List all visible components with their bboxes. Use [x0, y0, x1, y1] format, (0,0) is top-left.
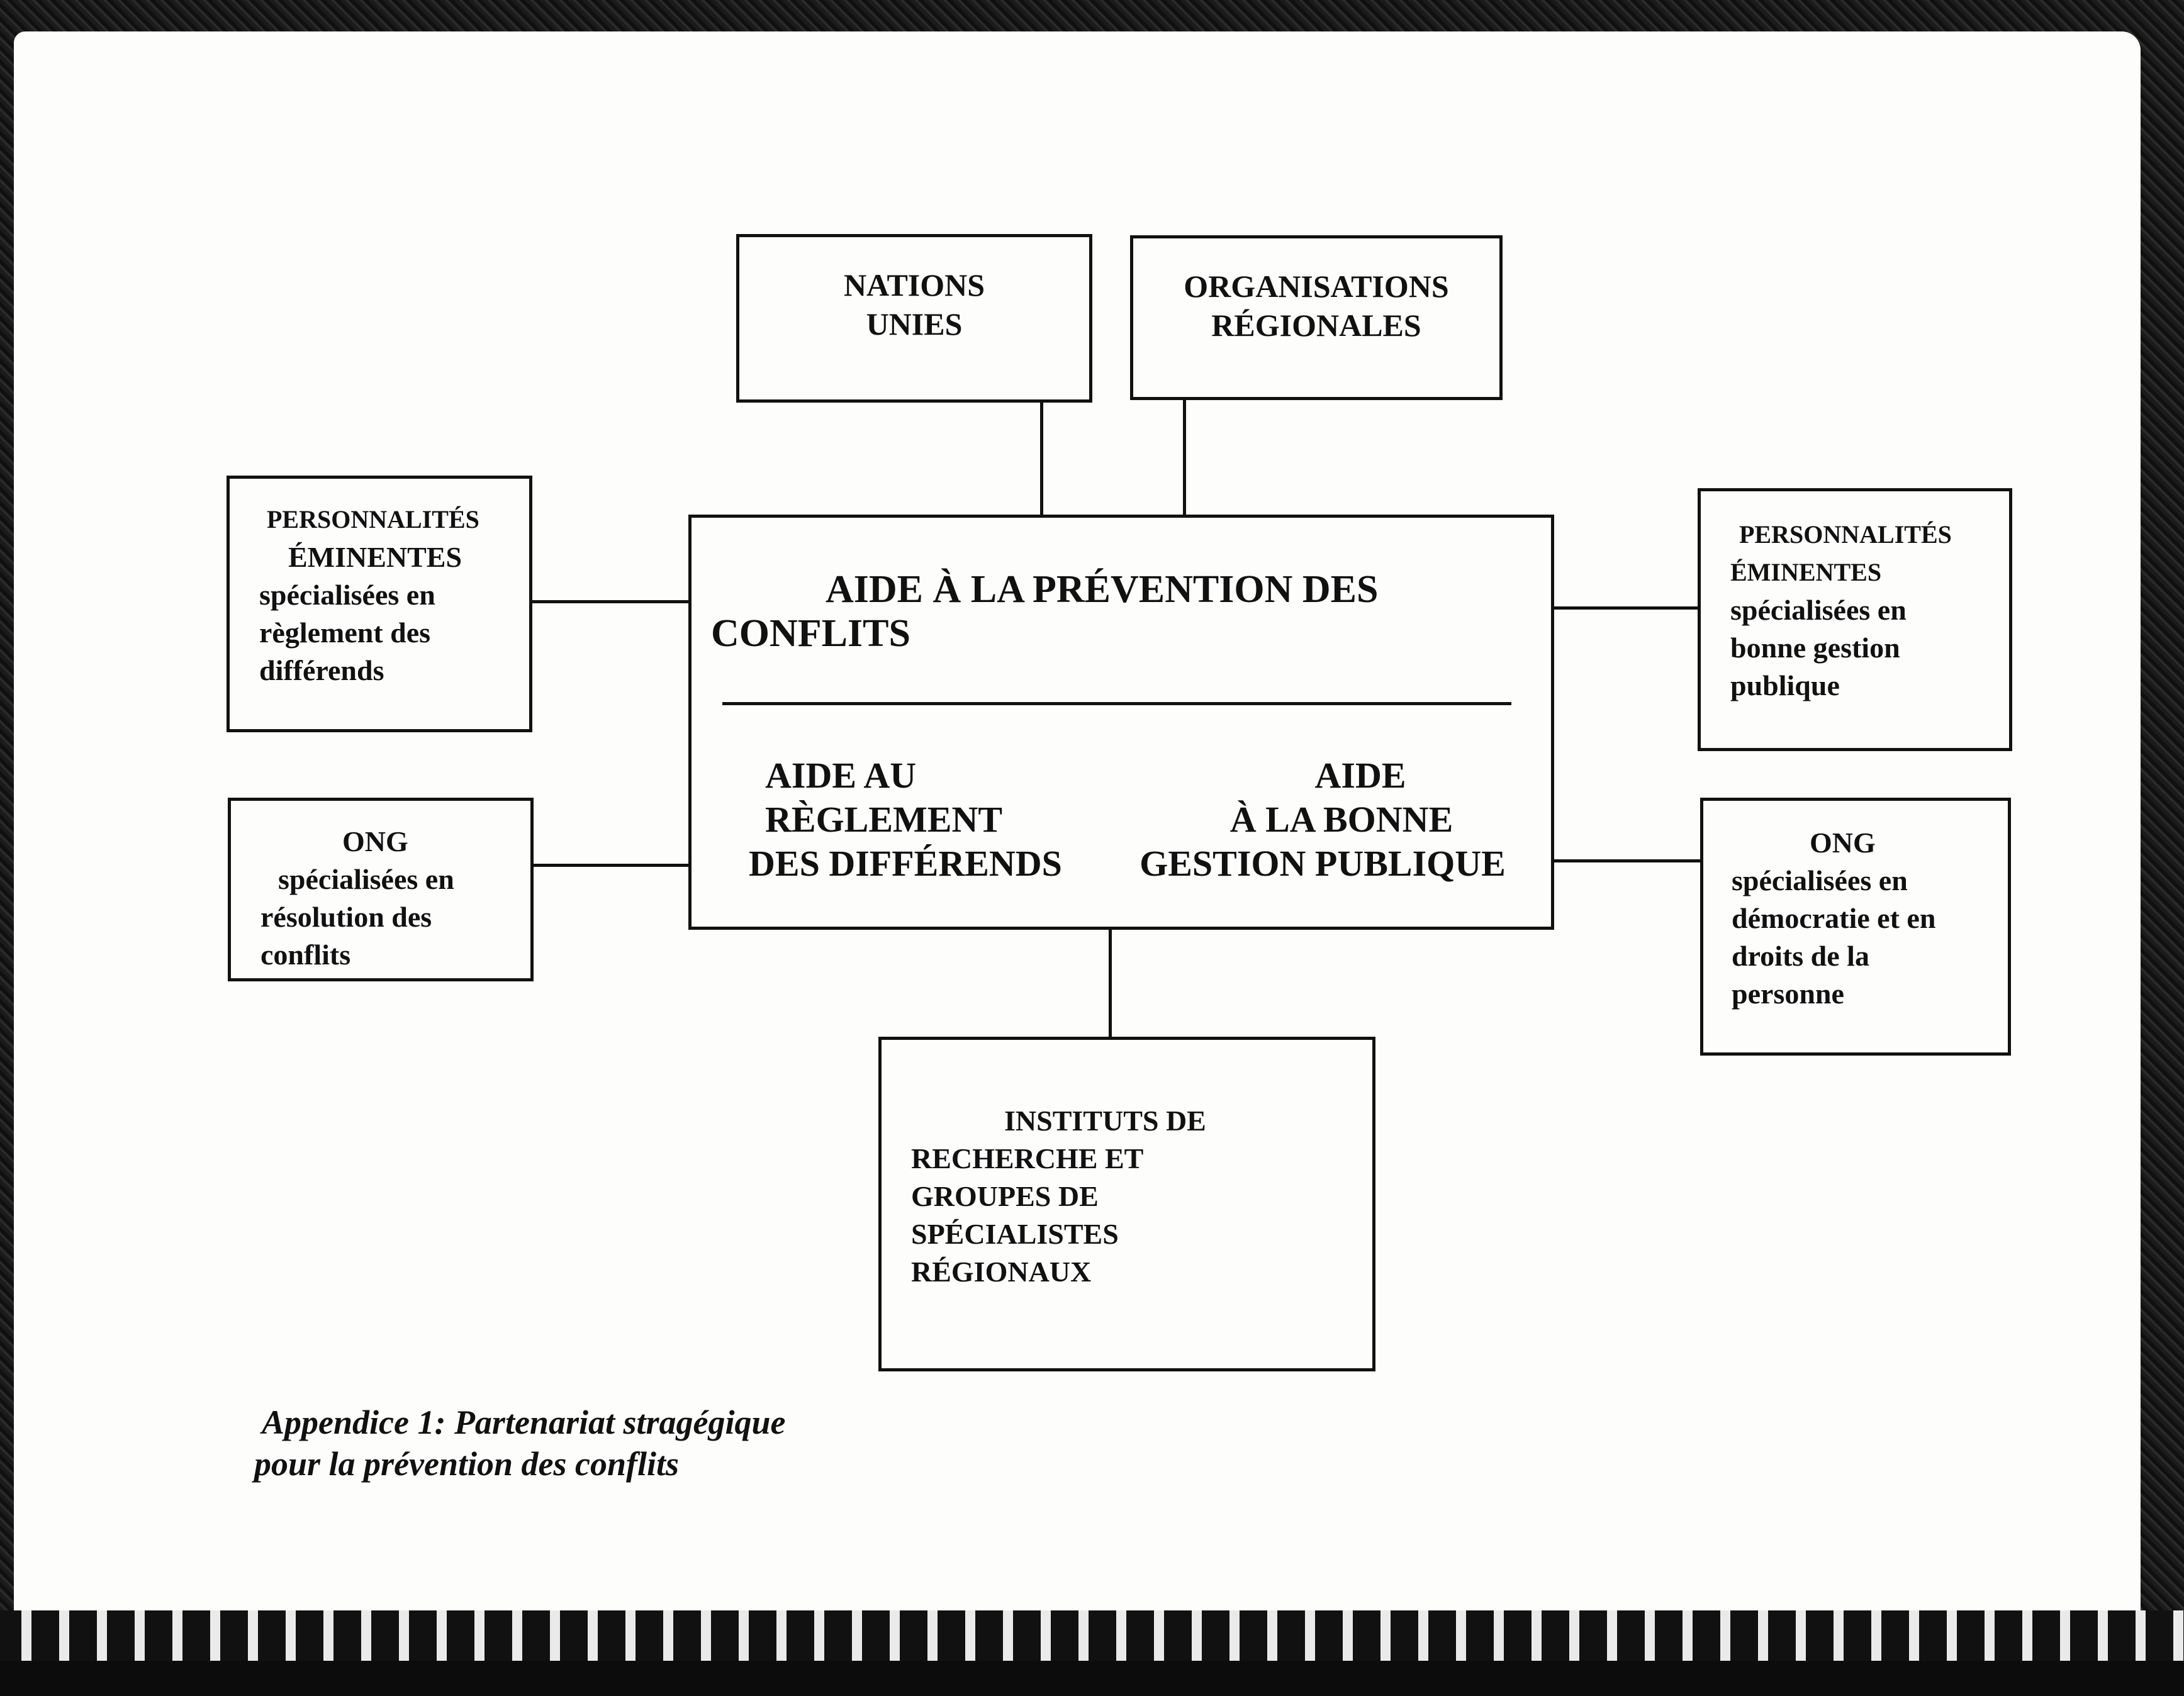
connector-nations-center	[1040, 403, 1043, 545]
connector-regional-center	[1183, 400, 1186, 545]
box-ong-democratie	[1700, 798, 2011, 1056]
personnalites-gestion-label: PERSONNALITÉS ÉMINENTES spécialisées en …	[1730, 520, 1952, 701]
ong-resolution-label: ONG spécialisées en résolution des confl…	[260, 825, 454, 971]
box-nations-unies	[736, 234, 1092, 403]
connector-right-bottom-center	[1542, 859, 1700, 862]
box-personnalites-gestion	[1698, 488, 2012, 751]
figure-caption: Appendice 1: Partenariat stragégique pou…	[254, 1403, 786, 1483]
aide-gestion-label: AIDE À LA BONNE GESTION PUBLIQUE	[1140, 755, 1506, 884]
box-ong-resolution	[228, 798, 534, 981]
personnalites-reglement-label: PERSONNALITÉS ÉMINENTES spécialisées en …	[259, 505, 479, 686]
aide-prevention-title: AIDE À LA PRÉVENTION DES CONFLITS	[711, 568, 1379, 655]
ong-democratie-label: ONG spécialisées en démocratie et en dro…	[1732, 827, 1936, 1010]
paper-sheet: NATIONS UNIES ORGANISATIONS RÉGIONALES P…	[14, 31, 2141, 1642]
center-divider	[722, 702, 1511, 705]
aide-reglement-label: AIDE AU RÈGLEMENT DES DIFFÉRENDS	[749, 755, 1062, 884]
connector-left-bottom-center	[532, 864, 690, 867]
box-organisations-regionales	[1130, 235, 1503, 400]
connector-right-top-center	[1542, 606, 1699, 610]
box-aide-prevention	[688, 515, 1554, 930]
connector-left-top-center	[531, 600, 688, 603]
instituts-recherche-label: INSTITUTS DE RECHERCHE ET GROUPES DE SPÉ…	[911, 1105, 1206, 1288]
box-personnalites-reglement	[227, 476, 532, 732]
nations-unies-label: NATIONS UNIES	[843, 267, 985, 342]
connector-center-bottom	[1109, 923, 1112, 1037]
binding-shadow	[0, 1661, 2184, 1696]
box-instituts-recherche	[878, 1037, 1375, 1371]
organisations-regionales-label: ORGANISATIONS RÉGIONALES	[1184, 269, 1449, 343]
